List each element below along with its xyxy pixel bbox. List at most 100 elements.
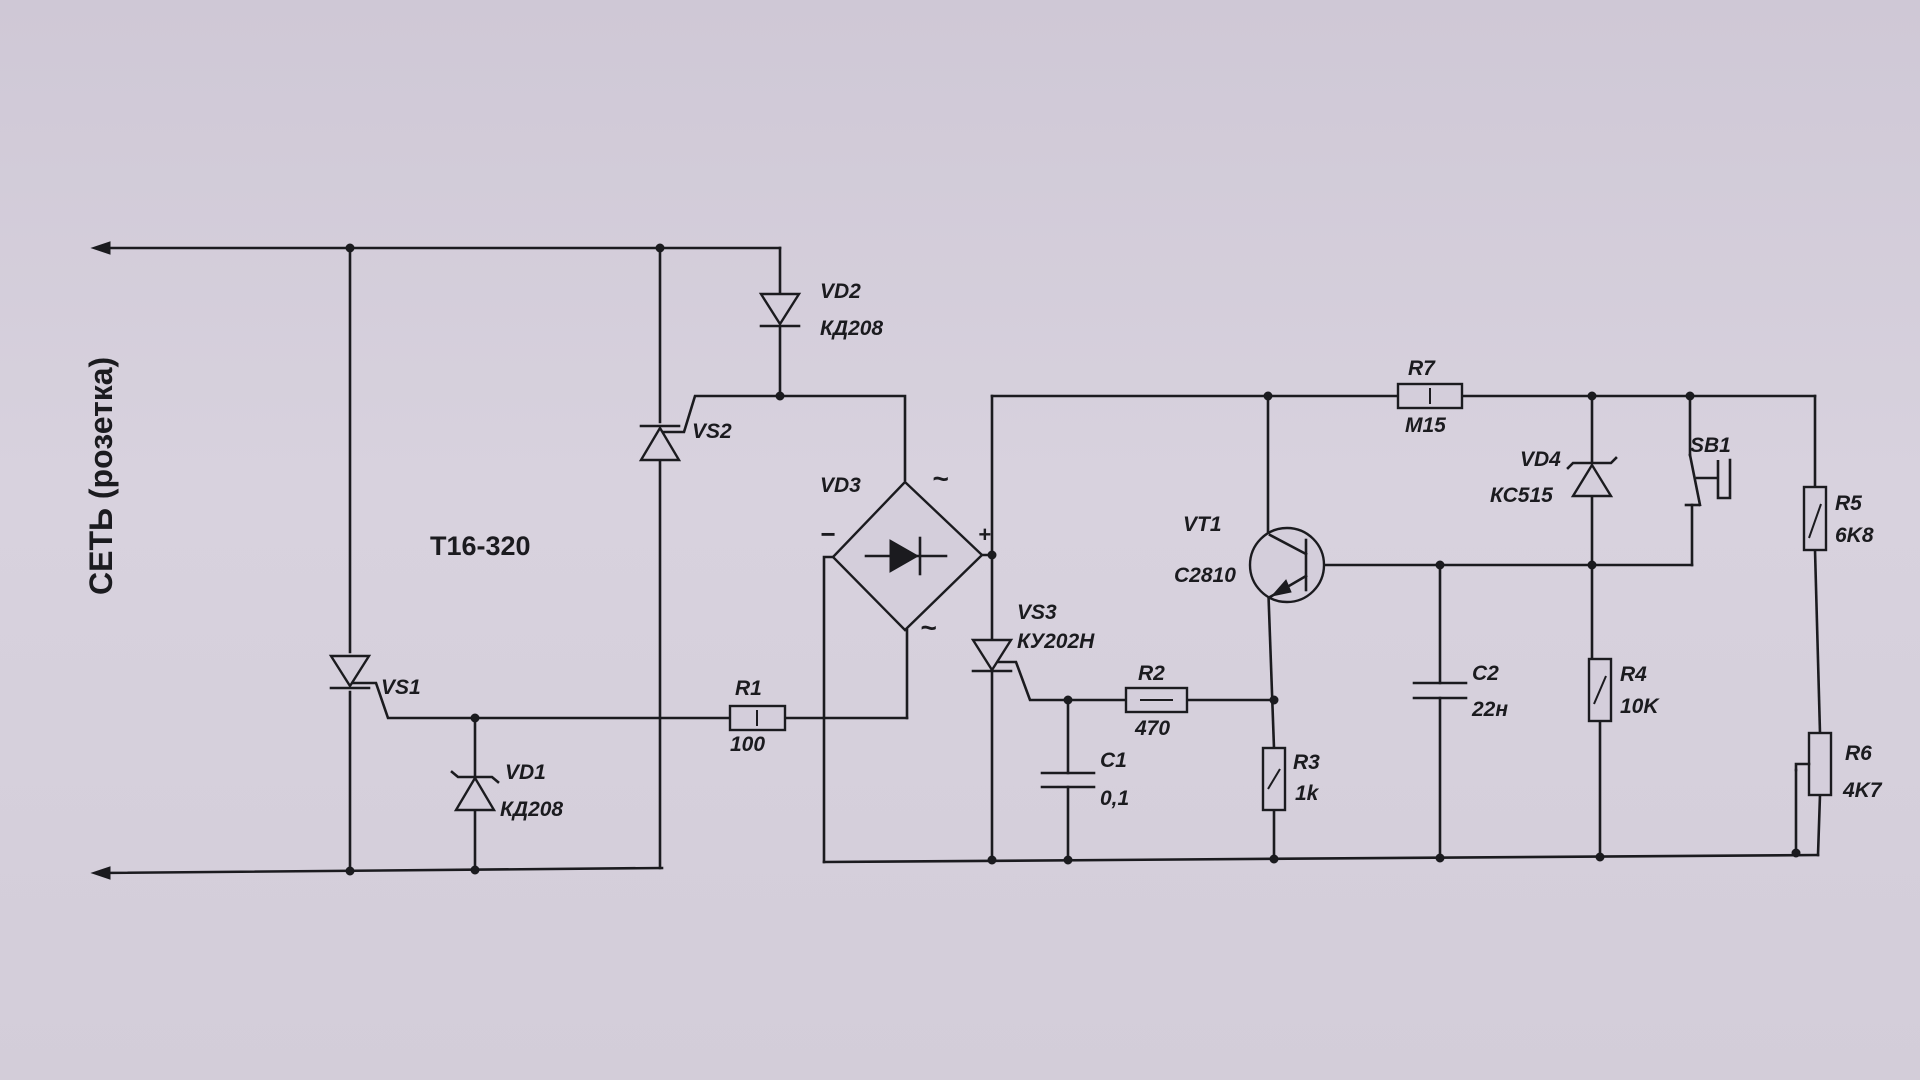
vd4-zener: [1566, 456, 1618, 498]
vs3-value: КУ202Н: [1017, 630, 1095, 653]
junction-dot: [655, 243, 665, 253]
mains-label: СЕТЬ (розетка): [83, 357, 119, 595]
r6-body: [1807, 731, 1833, 797]
vd4-value: КС515: [1490, 484, 1553, 507]
vs1-triangle: [328, 654, 372, 689]
vs2-ref: VS2: [692, 420, 732, 443]
r6-ref: R6: [1845, 742, 1872, 765]
r7-resistor: [1396, 382, 1464, 410]
vs1-gate-wire: [348, 681, 732, 720]
labels: СЕТЬ (розетка) T16-320 VS1 VD1 КД208 VS2…: [83, 280, 1883, 821]
r1-ref: R1: [735, 677, 762, 700]
junction-dot: [987, 855, 997, 865]
r3-ref: R3: [1293, 751, 1320, 774]
junction-dot: [345, 866, 355, 876]
r6-bottom-wire: [1816, 793, 1822, 857]
r4-resistor: [1587, 657, 1613, 723]
sb1-contact: [1688, 453, 1702, 507]
vd1-bar: [450, 770, 500, 784]
junction-dot: [1435, 853, 1445, 863]
r3-value: 1k: [1295, 782, 1320, 805]
vd1-ref: VD1: [505, 761, 546, 784]
r5-mark: [1808, 503, 1822, 539]
junction-dot: [1595, 852, 1605, 862]
r4-ref: R4: [1620, 663, 1647, 686]
vt1-emitter-wire: [1266, 580, 1276, 750]
vs2-thyristor: [638, 424, 682, 462]
ctrl-bottom-rail: [822, 853, 1820, 864]
junction-dot: [470, 865, 480, 875]
junction-dot: [775, 391, 785, 401]
vs3-ref: VS3: [1017, 601, 1057, 624]
mains-bottom-rail: [98, 866, 664, 875]
vd2-triangle: [758, 292, 802, 327]
r1-resistor: [728, 704, 787, 732]
junction-dot: [470, 713, 480, 723]
vt1-value: C2810: [1174, 564, 1236, 587]
vd3-inner-triangle: [889, 539, 920, 573]
junction-dot: [1269, 854, 1279, 864]
sb1-actuator: [1695, 458, 1732, 500]
r7-ref: R7: [1408, 357, 1436, 380]
junction-dot: [1269, 695, 1279, 705]
bridge-minus-lead: [822, 555, 835, 864]
sb1-button: [1684, 453, 1732, 507]
vd4-ref: VD4: [1520, 448, 1561, 471]
c2-value: 22н: [1471, 698, 1508, 721]
vs1-thyristor: [328, 654, 372, 690]
r4-value: 10K: [1620, 695, 1660, 718]
bridge-ac-top: ~: [932, 463, 948, 494]
junction-dot: [345, 243, 355, 253]
sb1-ref: SB1: [1690, 434, 1731, 457]
vd1-value: КД208: [500, 798, 563, 821]
heater-label: T16-320: [430, 531, 531, 561]
vd4-bar: [1566, 456, 1618, 470]
r2-value: 470: [1134, 717, 1170, 740]
r6-wiper: [1794, 762, 1811, 772]
r3-mark: [1267, 768, 1281, 790]
r6-trimmer: [1794, 731, 1833, 797]
junction-dot: [1685, 391, 1695, 401]
vd1-triangle: [453, 775, 497, 812]
vt1-emitter-arrow: [1270, 579, 1292, 597]
bridge-ac-bottom: ~: [920, 612, 936, 643]
r5-value: 6K8: [1835, 524, 1874, 547]
vd2-ref: VD2: [820, 280, 861, 303]
r5-r6-wire: [1813, 548, 1822, 735]
r3-resistor: [1261, 746, 1287, 812]
r5-ref: R5: [1835, 492, 1862, 515]
vd1-diode: [450, 770, 500, 812]
mains-top-arrow: [90, 241, 111, 255]
junction-dot: [1435, 560, 1445, 570]
vt1-transistor: [1248, 526, 1326, 604]
junction-dot: [1587, 560, 1597, 570]
vd3-bridge: [831, 480, 984, 632]
junction-dot: [1587, 391, 1597, 401]
vs3-thyristor: [970, 638, 1014, 673]
vd4-triangle: [1570, 462, 1614, 498]
vt1-collector: [1268, 533, 1308, 556]
vs1-ref: VS1: [381, 676, 421, 699]
bridge-plus: +: [978, 522, 991, 547]
c1-value: 0,1: [1100, 787, 1129, 810]
junction-dot: [1263, 391, 1273, 401]
bridge-top-lead: [778, 394, 907, 482]
vs2-gate-wire: [658, 394, 782, 434]
junction-dot: [1791, 848, 1801, 858]
c2-ref: C2: [1472, 662, 1499, 685]
c2-capacitor: [1412, 681, 1468, 700]
junction-dot: [987, 550, 997, 560]
vt1-ref: VT1: [1183, 513, 1222, 536]
r7-value: M15: [1405, 414, 1446, 437]
r2-ref: R2: [1138, 662, 1165, 685]
r4-mark: [1593, 675, 1607, 705]
vs3-gate-wire: [990, 660, 1128, 702]
junctions: [345, 243, 1801, 876]
r1-value: 100: [730, 733, 765, 756]
vs3-triangle: [970, 638, 1014, 673]
bridge-minus: −: [820, 519, 835, 549]
vs2-triangle: [638, 425, 682, 462]
r5-resistor: [1802, 485, 1828, 552]
mains-bottom-arrow: [90, 866, 111, 880]
